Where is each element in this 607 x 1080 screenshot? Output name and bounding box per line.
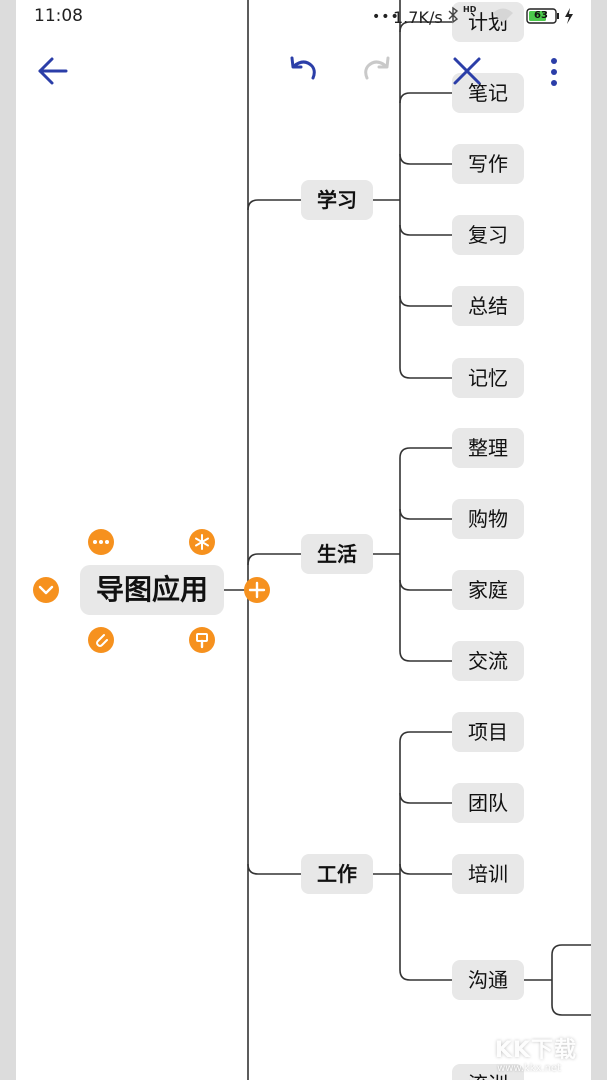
collapse-icon[interactable] [33,577,59,603]
status-time: 11:08 [34,6,83,26]
attach-icon[interactable] [88,627,114,653]
network-speed: 1.7K/s [393,8,443,27]
wifi-icon [492,7,514,28]
child-node[interactable]: 记忆 [452,358,524,398]
hd-icon: HD [463,5,477,14]
style-icon[interactable] [189,627,215,653]
charging-icon [564,8,574,29]
child-node[interactable]: 整理 [452,428,524,468]
child-node[interactable]: 交流 [452,641,524,681]
child-node[interactable]: 复习 [452,215,524,255]
child-node[interactable]: 计划 [452,2,524,42]
child-node[interactable]: 沟通 [452,960,524,1000]
bluetooth-icon [447,6,459,29]
child-node[interactable]: 笔记 [452,73,524,113]
child-node[interactable]: 总结 [452,286,524,326]
back-arrow-icon[interactable] [36,54,70,92]
child-node[interactable]: 写作 [452,144,524,184]
close-icon[interactable] [450,54,484,92]
undo-icon[interactable] [286,56,320,90]
battery-level: 63 [534,10,548,21]
branch-node[interactable]: 工作 [301,854,373,894]
child-node-partial[interactable]: 流训 [452,1064,524,1080]
watermark-site: www.kkx.net [497,1063,561,1074]
child-node[interactable]: 项目 [452,712,524,752]
add-icon[interactable] [244,577,270,603]
more-vertical-icon[interactable] [546,56,562,92]
redo-icon[interactable] [360,56,394,90]
branch-node[interactable]: 学习 [301,180,373,220]
child-node[interactable]: 购物 [452,499,524,539]
asterisk-icon[interactable] [189,529,215,555]
mindmap-canvas[interactable]: 学习 生活 工作 计划 笔记 写作 复习 总结 记忆 整理 购物 家庭 交流 项… [16,0,591,1080]
more-icon[interactable] [88,529,114,555]
connector-lines [224,0,591,1080]
child-node[interactable]: 团队 [452,783,524,823]
dots-icon: ••• [372,9,400,25]
battery-icon [526,8,560,29]
branch-node[interactable]: 生活 [301,534,373,574]
child-node[interactable]: 家庭 [452,570,524,610]
watermark-logo: KK下载 [494,1038,577,1063]
child-node[interactable]: 培训 [452,854,524,894]
root-node[interactable]: 导图应用 [80,565,224,615]
